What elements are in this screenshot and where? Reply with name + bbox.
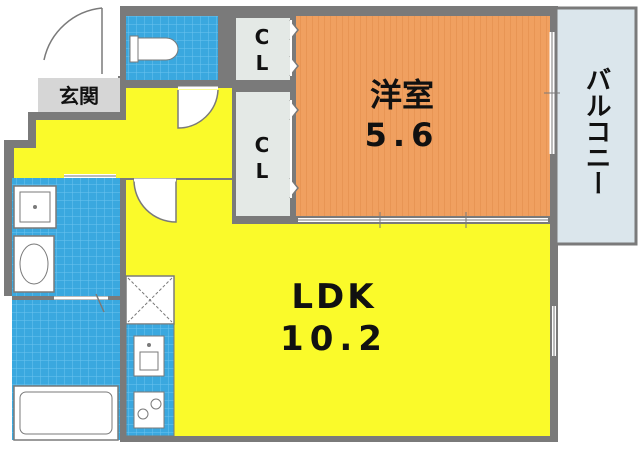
entrance-label: 玄関 [59, 84, 99, 108]
wash-basin-icon [13, 235, 55, 293]
closet-upper [236, 18, 290, 80]
western-room-label: 洋室 [370, 76, 434, 114]
closet-lower-label-l: L [256, 159, 269, 183]
ldk-floor [126, 180, 550, 436]
closet-lower-label-c: C [255, 133, 270, 157]
ldk-label: LDK [291, 277, 376, 317]
bathtub-icon [13, 385, 119, 441]
kitchen-sink-icon [133, 335, 165, 377]
washing-machine-pan-icon [13, 185, 57, 229]
ldk-size: 10.2 [280, 319, 388, 359]
entrance-door-swing [43, 7, 103, 74]
western-room-floor [296, 16, 550, 216]
balcony-label: バルコニー [581, 66, 611, 196]
entrance-floor [38, 78, 120, 112]
ldk-door-swing [133, 179, 177, 223]
toilet-door-swing [177, 89, 219, 129]
toilet-icon [129, 35, 179, 63]
stove-icon [133, 391, 165, 429]
closet-upper-label-l: L [256, 51, 269, 75]
western-room-size: 5.6 [365, 116, 440, 154]
closet-lower [236, 92, 290, 216]
closet-upper-label-c: C [255, 25, 270, 49]
balcony-area [554, 6, 638, 246]
